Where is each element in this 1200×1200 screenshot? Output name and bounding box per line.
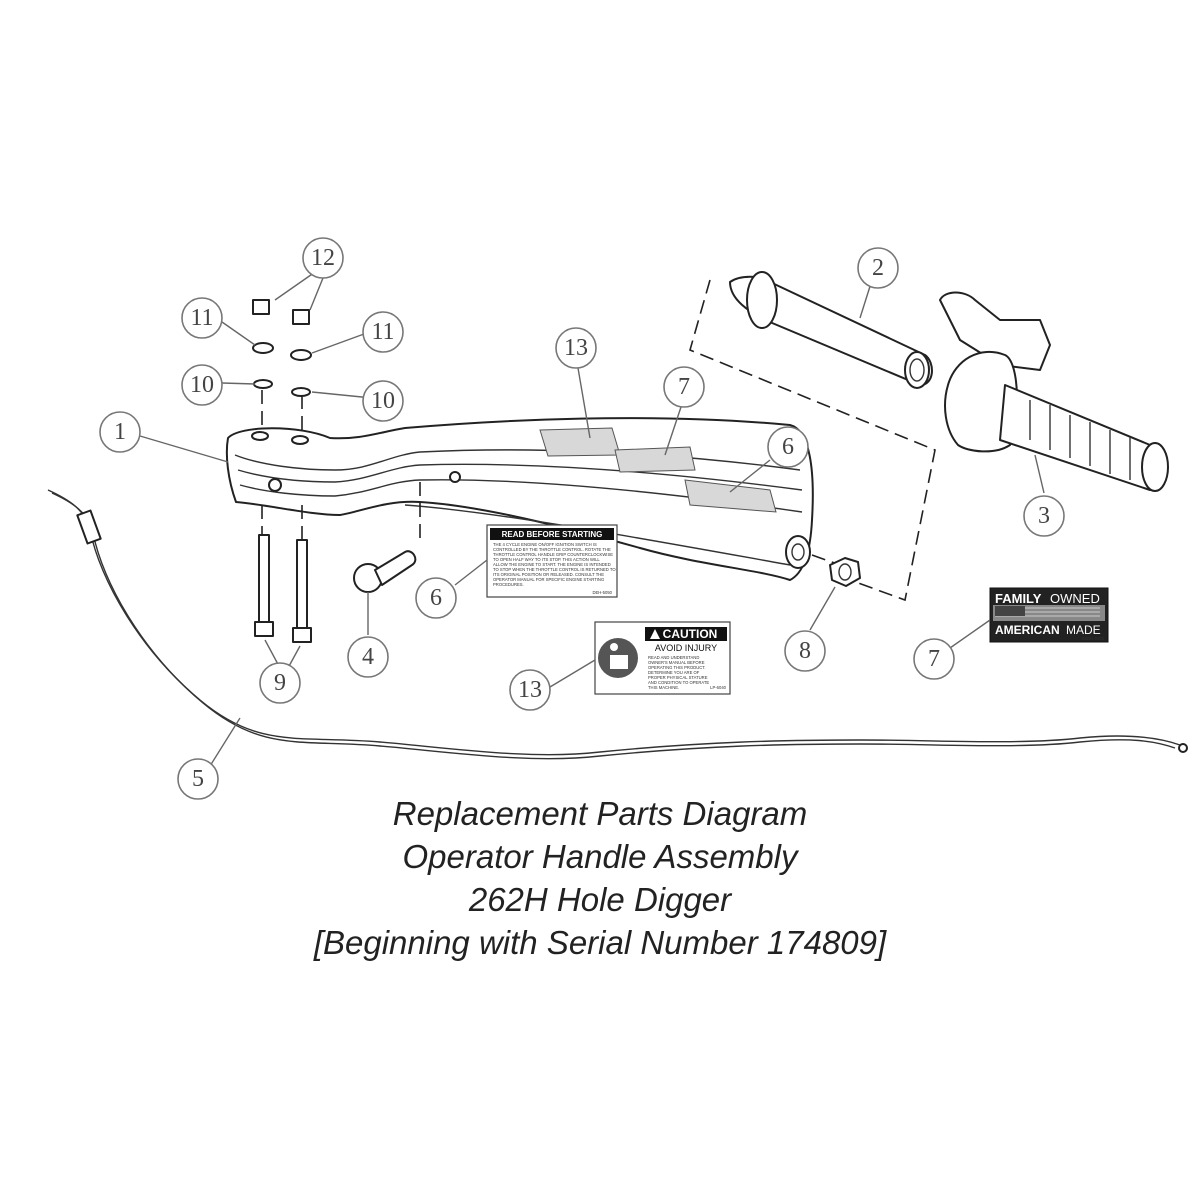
- callout-6b-label: 6: [430, 585, 442, 611]
- callout-8: 8: [784, 630, 826, 672]
- decal-caution-body-1: OWNER'S MANUAL BEFORE: [648, 660, 705, 665]
- decal-body-8: PROCEDURES.: [493, 582, 524, 587]
- decal-caution-subtitle: AVOID INJURY: [655, 643, 717, 653]
- callout-13-decal: 13: [509, 669, 551, 711]
- callout-2: 2: [857, 247, 899, 289]
- callout-5-label: 5: [192, 766, 204, 792]
- decal-caution-code: LP-6040: [710, 685, 727, 690]
- decal-body-1: CONTROLLED BY THE THROTTLE CONTROL. ROTA…: [493, 547, 611, 552]
- callout-13-top: 13: [555, 327, 597, 369]
- caption-model: 262H Hole Digger: [468, 881, 732, 918]
- callout-1: 1: [99, 411, 141, 453]
- callout-11b-label: 11: [371, 319, 394, 345]
- family-line2-a: AMERICAN: [995, 623, 1060, 637]
- decal-body-7: OPERATOR MANUAL FOR SPECIFIC ENGINE STAR…: [493, 577, 604, 582]
- throttle-grip: [939, 291, 1169, 492]
- decal-code: DEH-5050: [592, 590, 612, 595]
- callout-10b-label: 10: [371, 388, 395, 414]
- callout-10-left: 10: [181, 364, 223, 406]
- decal-body-3: TO OPEN HALF WAY TO ITS STOP. THIS ACTIO…: [493, 557, 600, 562]
- throttle-cable: [47, 489, 1188, 760]
- callout-7-decal: 7: [913, 638, 955, 680]
- hardware: [252, 299, 861, 643]
- decal-caution: CAUTION AVOID INJURY READ AND UNDERSTAND…: [594, 621, 731, 695]
- callout-10a-label: 10: [190, 372, 214, 398]
- callout-1-label: 1: [114, 419, 126, 445]
- decal-title: READ BEFORE STARTING: [502, 530, 603, 539]
- callout-11-left: 11: [181, 297, 223, 339]
- family-line1-b: OWNED: [1050, 591, 1100, 606]
- family-line1-a: FAMILY: [995, 591, 1042, 606]
- callout-3-label: 3: [1038, 503, 1050, 529]
- decal-body-6: ITS ORIGINAL POSITION OR RELEASED. CONSU…: [493, 572, 604, 577]
- callout-10-right: 10: [362, 380, 404, 422]
- callout-2-label: 2: [872, 255, 884, 281]
- decal-caution-body-5: AND CONDITION TO OPERATE: [648, 680, 709, 685]
- callout-12-label: 12: [311, 245, 335, 271]
- callout-6a-label: 6: [782, 434, 794, 460]
- decal-read-before-starting: READ BEFORE STARTING THE 4 CYCLE ENGINE …: [486, 524, 618, 598]
- callout-5: 5: [177, 758, 219, 800]
- family-code: GEDD-5030: [1081, 636, 1104, 641]
- handle-bar: [225, 417, 814, 581]
- decal-caution-body-2: OPERATING THIS PRODUCT.: [648, 665, 706, 670]
- family-line2-b: MADE: [1066, 623, 1101, 637]
- callout-7-top: 7: [663, 366, 705, 408]
- callout-9: 9: [259, 662, 301, 704]
- callout-4: 4: [347, 636, 389, 678]
- caption-assembly: Operator Handle Assembly: [402, 838, 798, 875]
- decal-body-2: THROTTLE CONTROL HANDLE GRIP COUNTERCLOC…: [493, 552, 613, 557]
- callout-4-label: 4: [362, 644, 374, 670]
- callout-13a-label: 13: [564, 335, 588, 361]
- callout-7a-label: 7: [678, 374, 690, 400]
- callout-3: 3: [1023, 495, 1065, 537]
- grip-tube: [729, 271, 933, 389]
- decal-caution-body-4: PROPER PHYSICAL STATURE: [648, 675, 708, 680]
- callout-11a-label: 11: [190, 305, 213, 331]
- decal-body-5: TO STOP WHEN THE THROTTLE CONTROL IS RET…: [493, 567, 616, 572]
- caption-title: Replacement Parts Diagram: [392, 795, 808, 832]
- decal-caution-body-3: DETERMINE YOU ARE OF: [648, 670, 700, 675]
- caption-serial: [Beginning with Serial Number 174809]: [313, 924, 887, 961]
- callout-6-top: 6: [767, 426, 809, 468]
- callout-8-label: 8: [799, 638, 811, 664]
- callout-13b-label: 13: [518, 677, 542, 703]
- callout-7b-label: 7: [928, 646, 940, 672]
- callout-9-label: 9: [274, 670, 286, 696]
- decal-caution-body-6: THIS MACHINE.: [648, 685, 679, 690]
- callout-12: 12: [302, 237, 344, 279]
- decal-caution-body-0: READ AND UNDERSTAND: [648, 655, 699, 660]
- callout-11-right: 11: [362, 311, 404, 353]
- decal-body-4: ALLOW THE ENGINE TO START. THE ENGINE IS…: [493, 562, 611, 567]
- decal-caution-title: CAUTION: [663, 627, 718, 641]
- callout-6-decal: 6: [415, 577, 457, 619]
- decal-body-0: THE 4 CYCLE ENGINE ON/OFF IGNITION SWITC…: [493, 542, 597, 547]
- decal-family-owned: FAMILY OWNED AMERICAN MADE GEDD-5030: [989, 587, 1109, 643]
